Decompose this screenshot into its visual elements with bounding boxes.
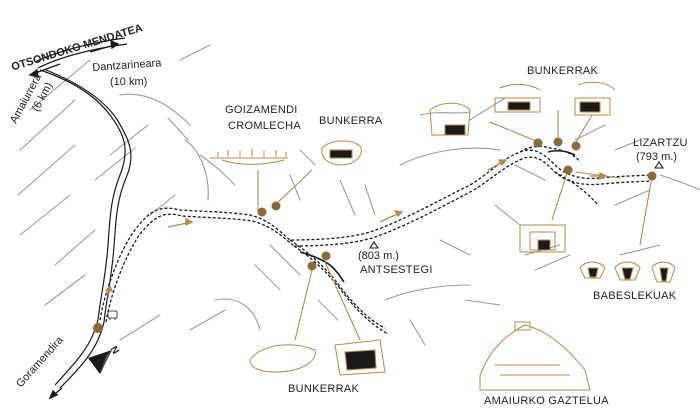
road-east-distance: (10 km) [110, 76, 148, 88]
summit-lizartzu-icon [653, 161, 665, 169]
poi-bunkerra [271, 201, 281, 211]
compass-icon [88, 350, 112, 374]
trail-connectors [299, 149, 576, 283]
leader-lines [257, 110, 653, 341]
poi-bunker-east-1 [533, 138, 543, 148]
poi-bunker-east-2 [553, 137, 563, 147]
bunkerrak-bottom-label: BUNKERRAK [288, 383, 360, 395]
babeslekuak-label: BABESLEKUAK [593, 290, 677, 302]
cromlecha-label: CROMLECHA [228, 120, 301, 132]
hiking-trail [99, 145, 651, 335]
bunkerrak-top-label: BUNKERRAK [527, 65, 599, 77]
poi-babeslekuak [563, 165, 573, 175]
poi-bunker-south-2 [321, 251, 331, 261]
bunkerra-label: BUNKERRA [319, 115, 383, 127]
poi-bunker-south-1 [307, 261, 317, 271]
trail-direction-arrows [104, 159, 608, 299]
road-arrows [28, 39, 120, 400]
lizartzu-altitude: (793 m.) [636, 151, 677, 163]
bunker-sketches [249, 81, 676, 391]
poi-bunker-east-3 [571, 141, 581, 151]
poi-start-parking [93, 323, 103, 333]
summit-antsestegi-icon [368, 241, 380, 249]
antsestegi-label: ANTSESTEGI [360, 264, 433, 276]
poi-markers [93, 137, 657, 333]
lizartzu-label: LIZARTZU [633, 137, 688, 149]
poi-goizamendi [257, 207, 267, 217]
parking-icon [107, 310, 118, 320]
antsestegi-altitude: (803 m.) [358, 250, 399, 262]
summit-markers [368, 161, 665, 249]
goizamendi-label: GOIZAMENDI [225, 104, 298, 116]
cromlech-illustration [210, 149, 288, 165]
poi-lizartzu [647, 171, 657, 181]
amaiurko-gaztelua-label: AMAIURKO GAZTELUA [484, 395, 609, 407]
terrain-contours [17, 44, 700, 346]
